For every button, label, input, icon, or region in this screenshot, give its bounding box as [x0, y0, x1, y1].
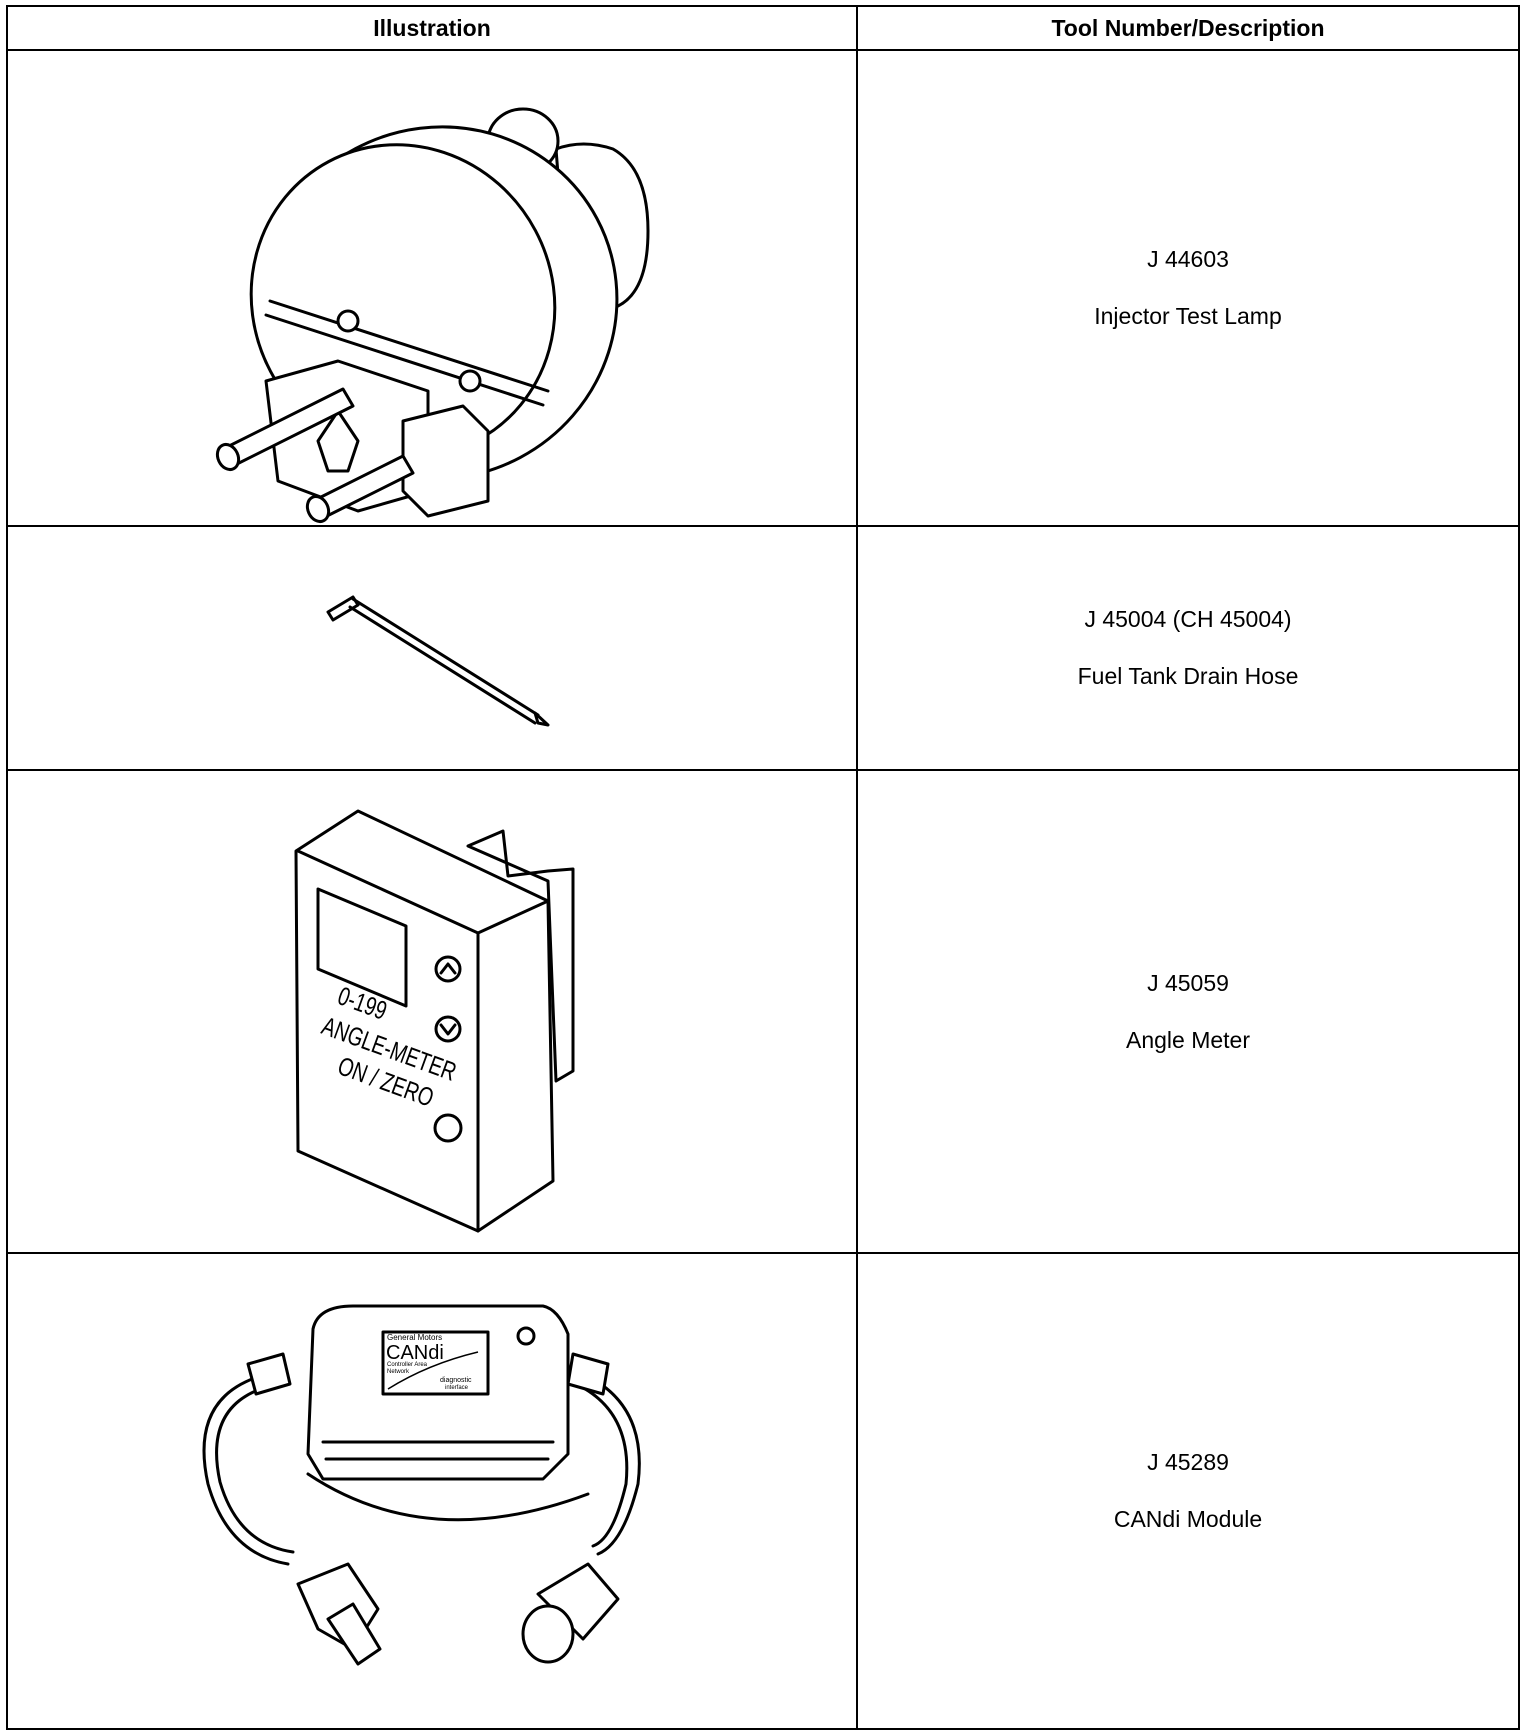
candi-footer-1-label: diagnostic	[440, 1377, 472, 1384]
candi-subtitle-2-label: Network	[387, 1369, 410, 1375]
tool-description: Injector Test Lamp	[1094, 303, 1282, 329]
table-row: J 44603 Injector Test Lamp	[6, 49, 1520, 527]
injector-test-lamp-illustration	[215, 107, 650, 524]
tool-description-cell: J 45059 Angle Meter	[856, 769, 1520, 1254]
table-row: General Motors CANdi Controller Area Net…	[6, 1252, 1520, 1730]
tool-description: Angle Meter	[1125, 1026, 1250, 1053]
candi-module-illustration: General Motors CANdi Controller Area Net…	[202, 1304, 641, 1666]
tool-description-cell: J 45004 (CH 45004) Fuel Tank Drain Hose	[856, 525, 1520, 771]
tool-number: J 45289	[1147, 1449, 1229, 1475]
tool-column-header: Tool Number/Description	[856, 5, 1520, 51]
illustration-cell: 0-199 ANGLE-METER ON / ZERO	[6, 769, 858, 1254]
tool-description: CANdi Module	[1113, 1506, 1263, 1532]
table-row: 0-199 ANGLE-METER ON / ZERO J 45059 Angl…	[6, 769, 1520, 1254]
illustration-cell	[6, 49, 858, 527]
special-tools-table: Illustration Tool Number/Description	[6, 5, 1520, 1730]
candi-subtitle-1-label: Controller Area	[387, 1362, 428, 1368]
candi-brand-label: CANdi	[386, 1342, 444, 1364]
table-header-row: Illustration Tool Number/Description	[6, 5, 1520, 51]
illustration-column-header: Illustration	[6, 5, 858, 51]
tool-description-cell: J 44603 Injector Test Lamp	[856, 49, 1520, 527]
tool-description: Fuel Tank Drain Hose	[1077, 663, 1299, 689]
candi-maker-label: General Motors	[387, 1333, 442, 1342]
angle-meter-illustration: 0-199 ANGLE-METER ON / ZERO	[294, 809, 575, 1233]
fuel-tank-drain-hose-illustration	[326, 595, 550, 727]
tool-number: J 44603	[1147, 246, 1229, 272]
table-row: J 45004 (CH 45004) Fuel Tank Drain Hose	[6, 525, 1520, 771]
illustration-cell	[6, 525, 858, 771]
tool-description-cell: J 45289 CANdi Module	[856, 1252, 1520, 1730]
tool-number: J 45059	[1147, 969, 1229, 996]
tool-number: J 45004 (CH 45004)	[1084, 606, 1292, 632]
illustration-cell: General Motors CANdi Controller Area Net…	[6, 1252, 858, 1730]
candi-footer-2-label: interface	[445, 1385, 469, 1391]
